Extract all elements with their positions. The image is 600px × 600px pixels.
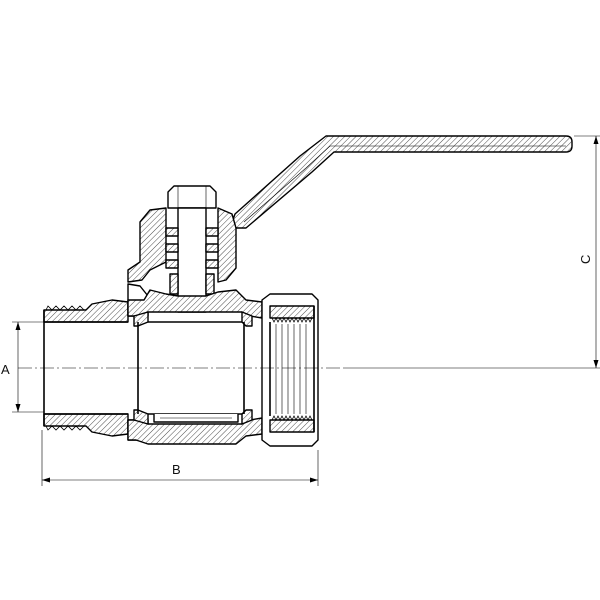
dimension-a: A: [1, 321, 44, 413]
stem-packing: [165, 227, 219, 295]
dimension-a-label: A: [1, 362, 10, 377]
dimension-c: C: [345, 135, 600, 369]
dimension-b-label: B: [172, 462, 181, 477]
valve-body: [127, 289, 263, 445]
dimension-c-label: C: [578, 255, 593, 264]
right-threaded-end: [261, 293, 319, 447]
lever-handle: [229, 135, 573, 229]
dimension-b: B: [41, 430, 319, 486]
